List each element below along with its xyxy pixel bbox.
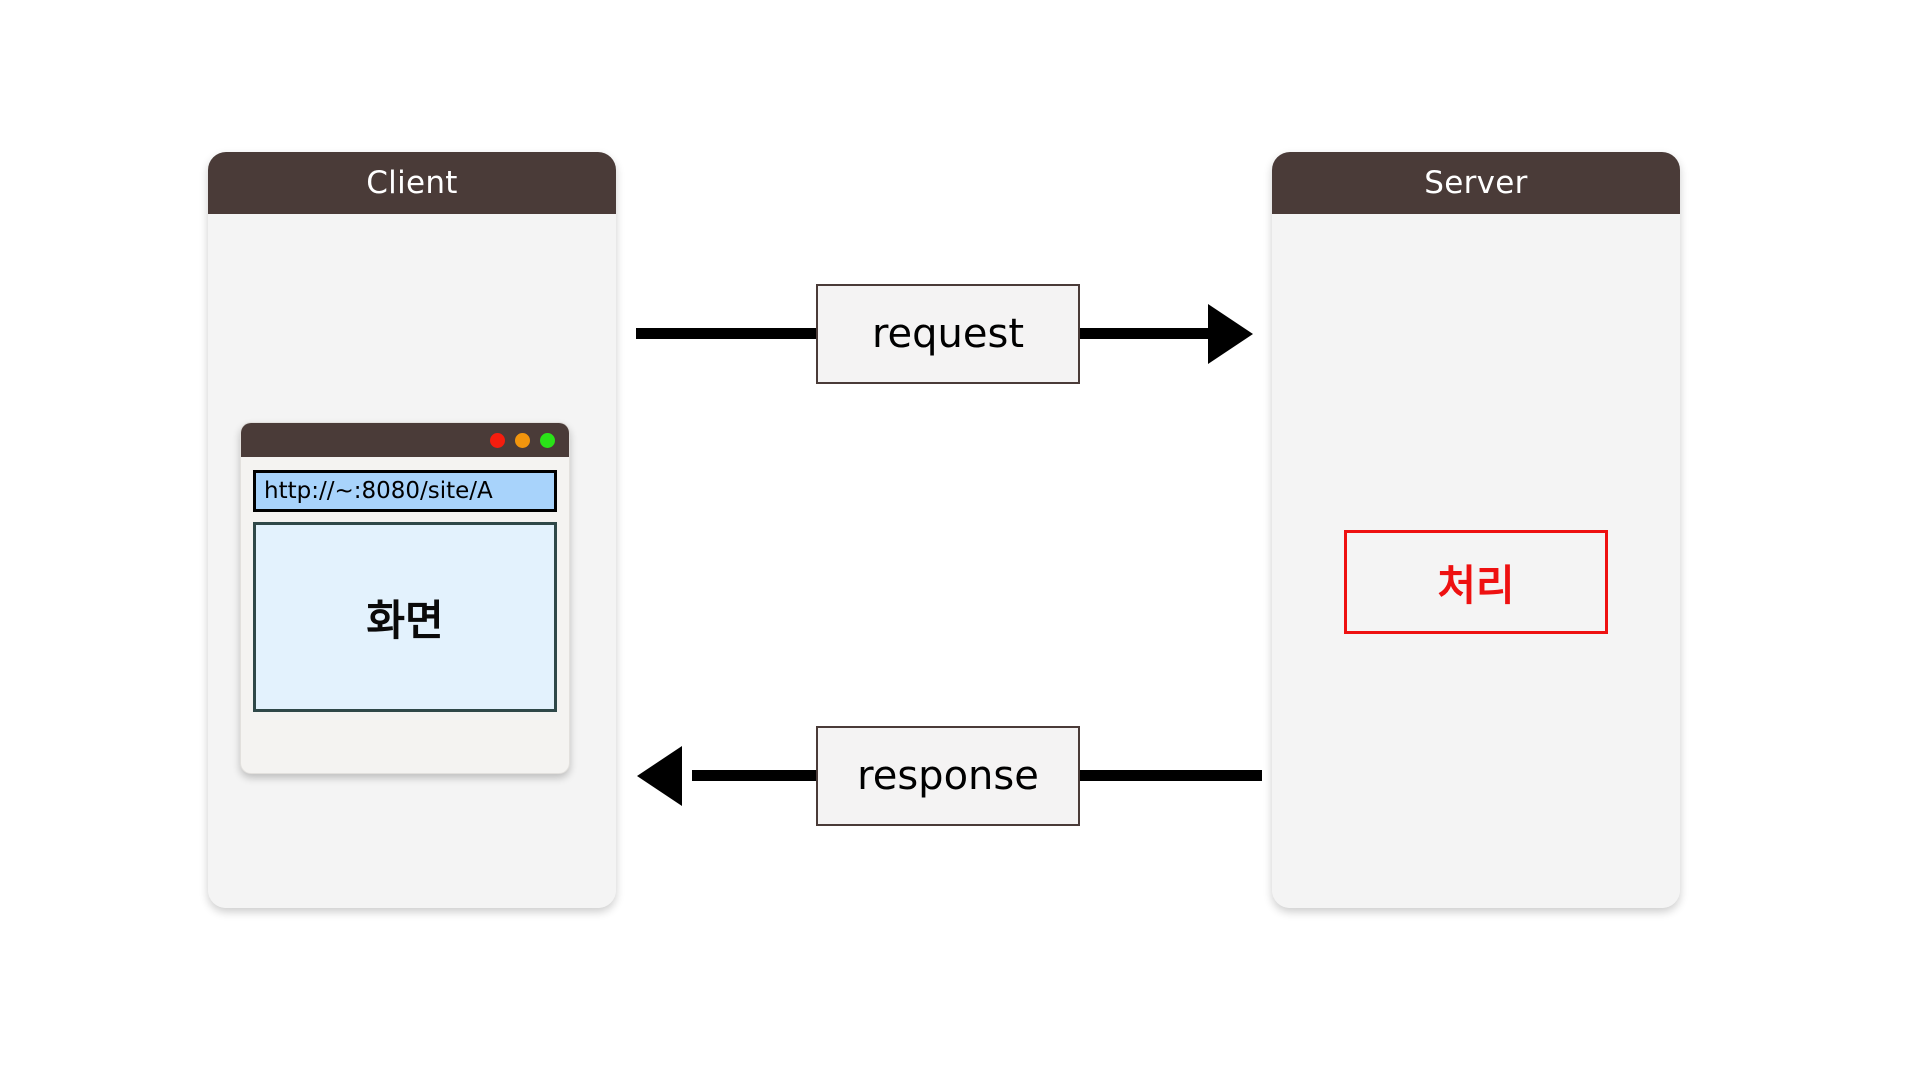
client-title: Client bbox=[366, 165, 458, 201]
client-panel: Client http://~:8080/site/A 화면 bbox=[208, 152, 616, 908]
request-arrow-shaft-right bbox=[1078, 328, 1212, 339]
client-panel-body: http://~:8080/site/A 화면 bbox=[208, 214, 616, 908]
response-label-box: response bbox=[816, 726, 1080, 826]
client-panel-header: Client bbox=[208, 152, 616, 214]
response-label-text: response bbox=[857, 753, 1039, 799]
minimize-dot-icon[interactable] bbox=[515, 432, 530, 448]
processing-label: 처리 bbox=[1437, 560, 1515, 610]
request-label-text: request bbox=[871, 311, 1025, 357]
server-title: Server bbox=[1424, 165, 1528, 201]
browser-viewport-box: 화면 bbox=[253, 522, 557, 712]
request-label-box: request bbox=[816, 284, 1080, 384]
request-arrow-shaft-left bbox=[636, 328, 818, 339]
response-arrowhead-icon bbox=[637, 746, 682, 806]
browser-titlebar bbox=[241, 423, 569, 457]
request-arrowhead-icon bbox=[1208, 304, 1253, 364]
server-panel: Server 처리 bbox=[1272, 152, 1680, 908]
maximize-dot-icon[interactable] bbox=[540, 432, 555, 448]
screen-label: 화면 bbox=[366, 595, 444, 645]
server-panel-header: Server bbox=[1272, 152, 1680, 214]
browser-window-mockup: http://~:8080/site/A 화면 bbox=[240, 422, 570, 774]
processing-box: 처리 bbox=[1344, 530, 1608, 634]
url-text: http://~:8080/site/A bbox=[264, 478, 493, 504]
close-dot-icon[interactable] bbox=[490, 432, 505, 448]
browser-content: http://~:8080/site/A 화면 bbox=[241, 457, 569, 712]
server-panel-body: 처리 bbox=[1272, 214, 1680, 908]
response-arrow-shaft-right bbox=[1078, 770, 1262, 781]
response-arrow-shaft-left bbox=[692, 770, 818, 781]
url-address-bar[interactable]: http://~:8080/site/A bbox=[253, 470, 557, 512]
